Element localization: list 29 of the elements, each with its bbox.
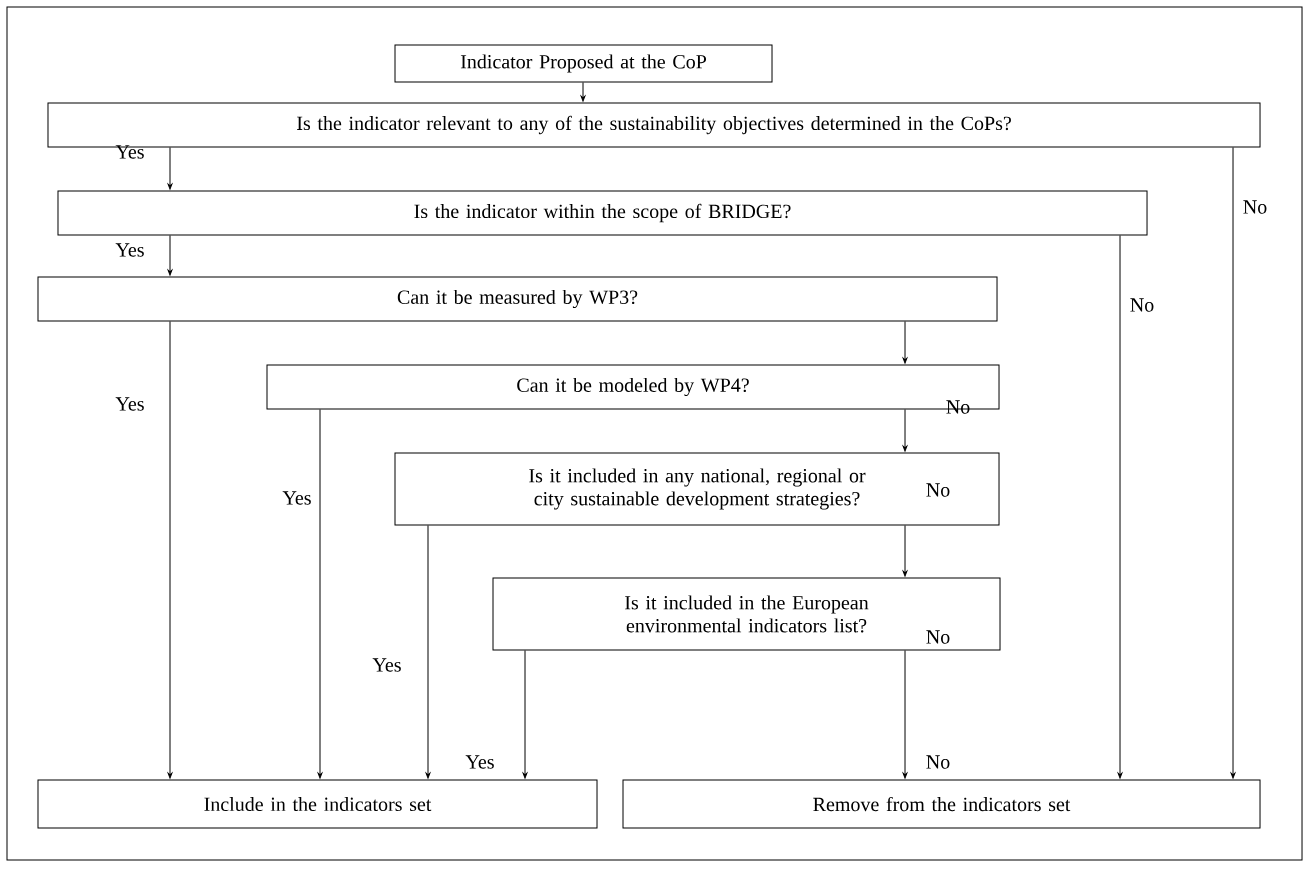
- edge-label: Yes: [372, 658, 401, 672]
- arrow: [902, 525, 908, 577]
- arrow: [425, 525, 431, 779]
- process-box: Include in the indicators set: [37, 779, 598, 829]
- edge-label: No: [1130, 298, 1154, 312]
- arrow: [902, 409, 908, 452]
- edge-label: Yes: [115, 243, 144, 257]
- process-box: Indicator Proposed at the CoP: [394, 44, 773, 83]
- arrow: [902, 650, 908, 779]
- arrow: [902, 321, 908, 364]
- arrow: [167, 235, 173, 276]
- arrow: [1230, 147, 1236, 779]
- edge-label: No: [926, 755, 950, 769]
- process-box: Remove from the indicators set: [622, 779, 1261, 829]
- arrow: [522, 650, 528, 779]
- edge-label: No: [926, 630, 950, 644]
- edge-label: Yes: [115, 145, 144, 159]
- arrow: [167, 147, 173, 190]
- process-box: Can it be measured by WP3?: [37, 276, 998, 322]
- edge-label: Yes: [115, 397, 144, 411]
- edge-label: Yes: [465, 755, 494, 769]
- arrow: [167, 321, 173, 779]
- arrow: [1117, 235, 1123, 779]
- edge-label: Yes: [282, 491, 311, 505]
- process-box: Is the indicator within the scope of BRIDGE?: [57, 190, 1148, 236]
- arrow: [580, 82, 586, 102]
- arrow: [317, 409, 323, 779]
- edge-label: No: [1243, 200, 1267, 214]
- edge-label: No: [926, 483, 950, 497]
